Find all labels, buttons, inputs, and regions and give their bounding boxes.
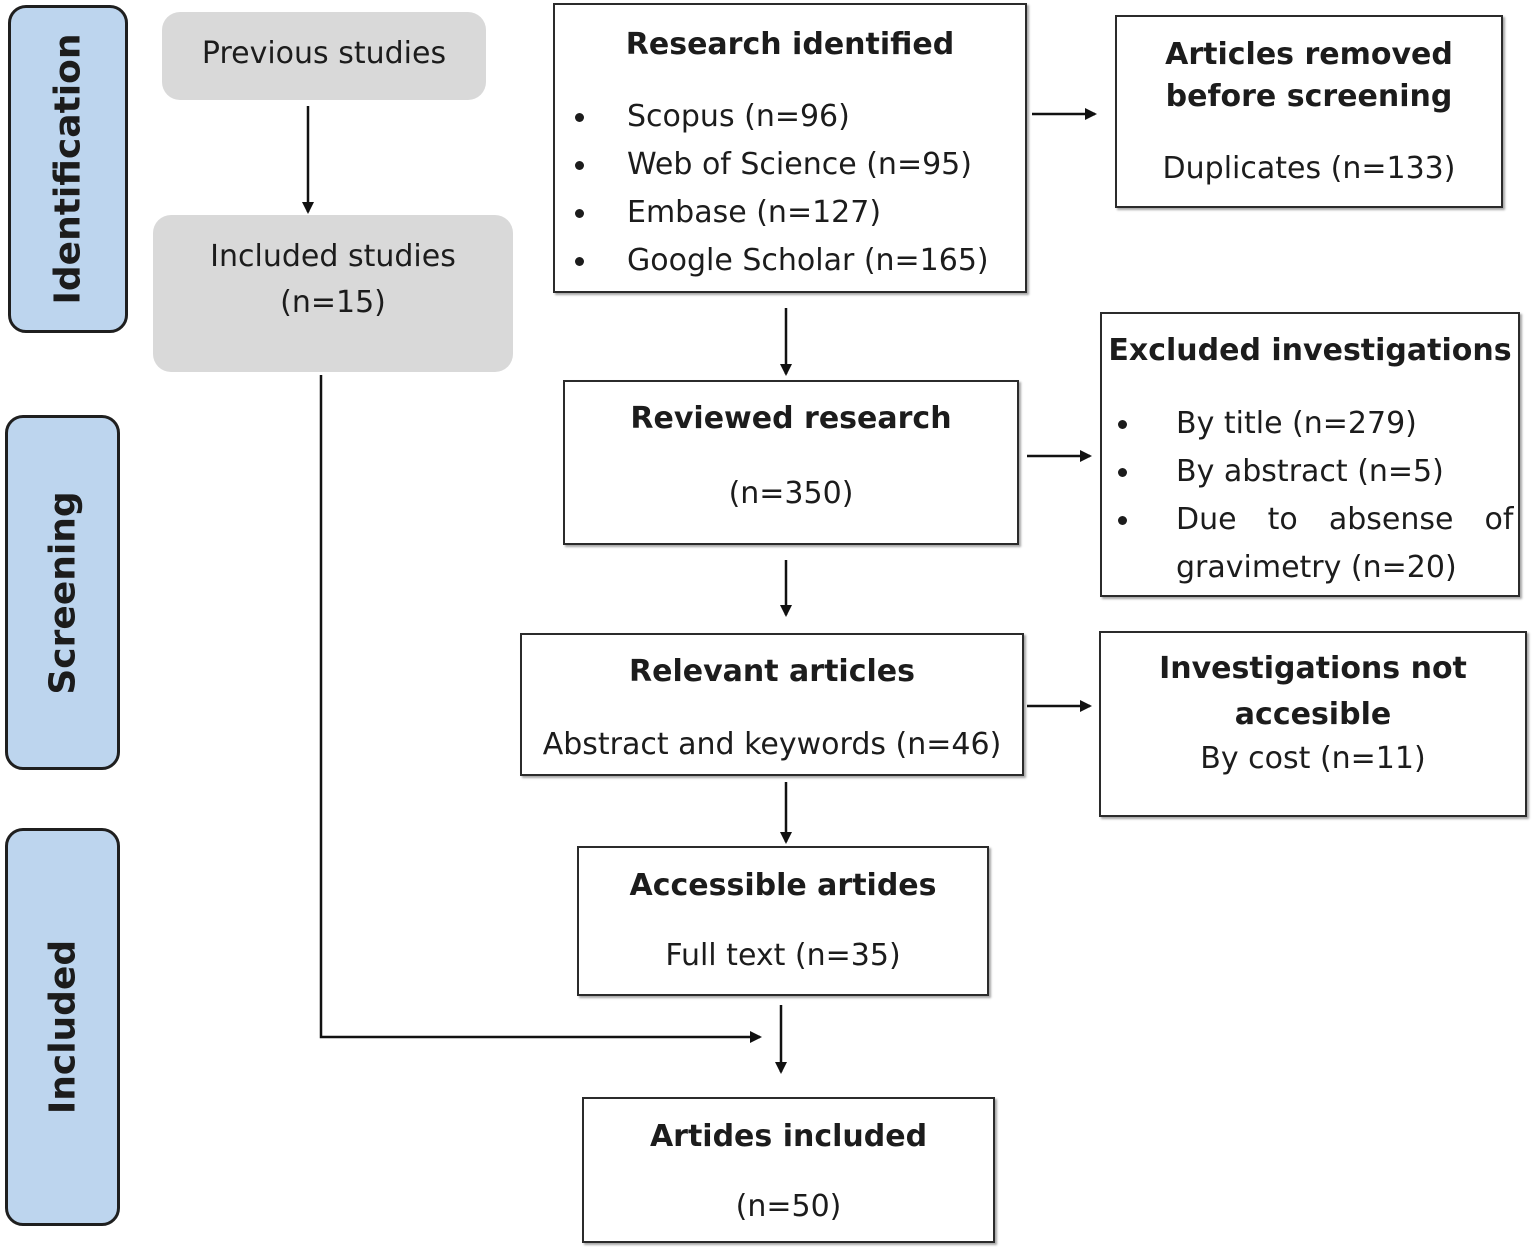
excluded-investigations-list: By title (n=279) By abstract (n=5) Due t…	[1118, 400, 1513, 592]
bullet-icon	[575, 209, 584, 218]
excluded-investigations-title: Excluded investigations	[1108, 333, 1512, 368]
excluded-investigations-box: Excluded investigations By title (n=279)…	[1100, 312, 1520, 597]
list-item: Embase (n=127)	[575, 189, 989, 237]
phase-identification: Identification	[8, 5, 128, 333]
reviewed-research-box: Reviewed research (n=350)	[563, 380, 1019, 545]
not-accessible-detail: By cost (n=11)	[1200, 741, 1426, 776]
bullet-icon	[575, 257, 584, 266]
list-item: Google Scholar (n=165)	[575, 237, 989, 285]
bullet-icon	[575, 161, 584, 170]
bullet-icon	[1118, 468, 1127, 477]
included-studies-count: (n=15)	[280, 285, 386, 320]
relevant-articles-title: Relevant articles	[629, 654, 915, 689]
not-accessible-box: Investigations not accesible By cost (n=…	[1099, 631, 1527, 817]
articles-removed-box: Articles removed before screening Duplic…	[1115, 15, 1503, 208]
list-item: Scopus (n=96)	[575, 93, 989, 141]
not-accessible-title-line1: Investigations not	[1159, 651, 1467, 686]
bullet-icon	[1118, 516, 1127, 525]
previous-studies-box: Previous studies	[162, 12, 486, 100]
articles-removed-detail: Duplicates (n=133)	[1162, 151, 1456, 186]
reviewed-research-count: (n=350)	[728, 476, 854, 511]
not-accessible-title-line2: accesible	[1234, 697, 1392, 732]
articles-included-title: Artides included	[649, 1119, 928, 1154]
list-item: Due to absense of	[1118, 496, 1513, 544]
phase-screening: Screening	[5, 415, 120, 770]
list-item: Web of Science (n=95)	[575, 141, 989, 189]
list-item: By title (n=279)	[1118, 400, 1513, 448]
previous-studies-title: Previous studies	[201, 36, 447, 71]
arrow-included-studies-to-final	[319, 375, 762, 1043]
research-identified-box: Research identified Scopus (n=96) Web of…	[553, 3, 1027, 293]
reviewed-research-title: Reviewed research	[630, 401, 952, 436]
list-item: gravimetry (n=20)	[1176, 550, 1457, 585]
list-item: By abstract (n=5)	[1118, 448, 1513, 496]
phase-included: Included	[5, 828, 120, 1226]
included-studies-box: Included studies (n=15)	[153, 215, 513, 372]
articles-included-box: Artides included (n=50)	[582, 1097, 995, 1243]
articles-included-count: (n=50)	[735, 1189, 842, 1224]
accessible-articles-detail: Full text (n=35)	[665, 938, 901, 973]
relevant-articles-detail: Abstract and keywords (n=46)	[542, 727, 1002, 762]
bullet-icon	[575, 113, 584, 122]
included-studies-title: Included studies	[210, 239, 456, 274]
research-identified-title: Research identified	[625, 27, 955, 62]
articles-removed-title-line1: Articles removed	[1165, 37, 1453, 72]
articles-removed-title-line2: before screening	[1165, 79, 1453, 114]
accessible-articles-title: Accessible artides	[629, 868, 937, 903]
bullet-icon	[1118, 420, 1127, 429]
accessible-articles-box: Accessible artides Full text (n=35)	[577, 846, 989, 996]
research-identified-list: Scopus (n=96) Web of Science (n=95) Emba…	[575, 93, 989, 285]
relevant-articles-box: Relevant articles Abstract and keywords …	[520, 633, 1024, 776]
